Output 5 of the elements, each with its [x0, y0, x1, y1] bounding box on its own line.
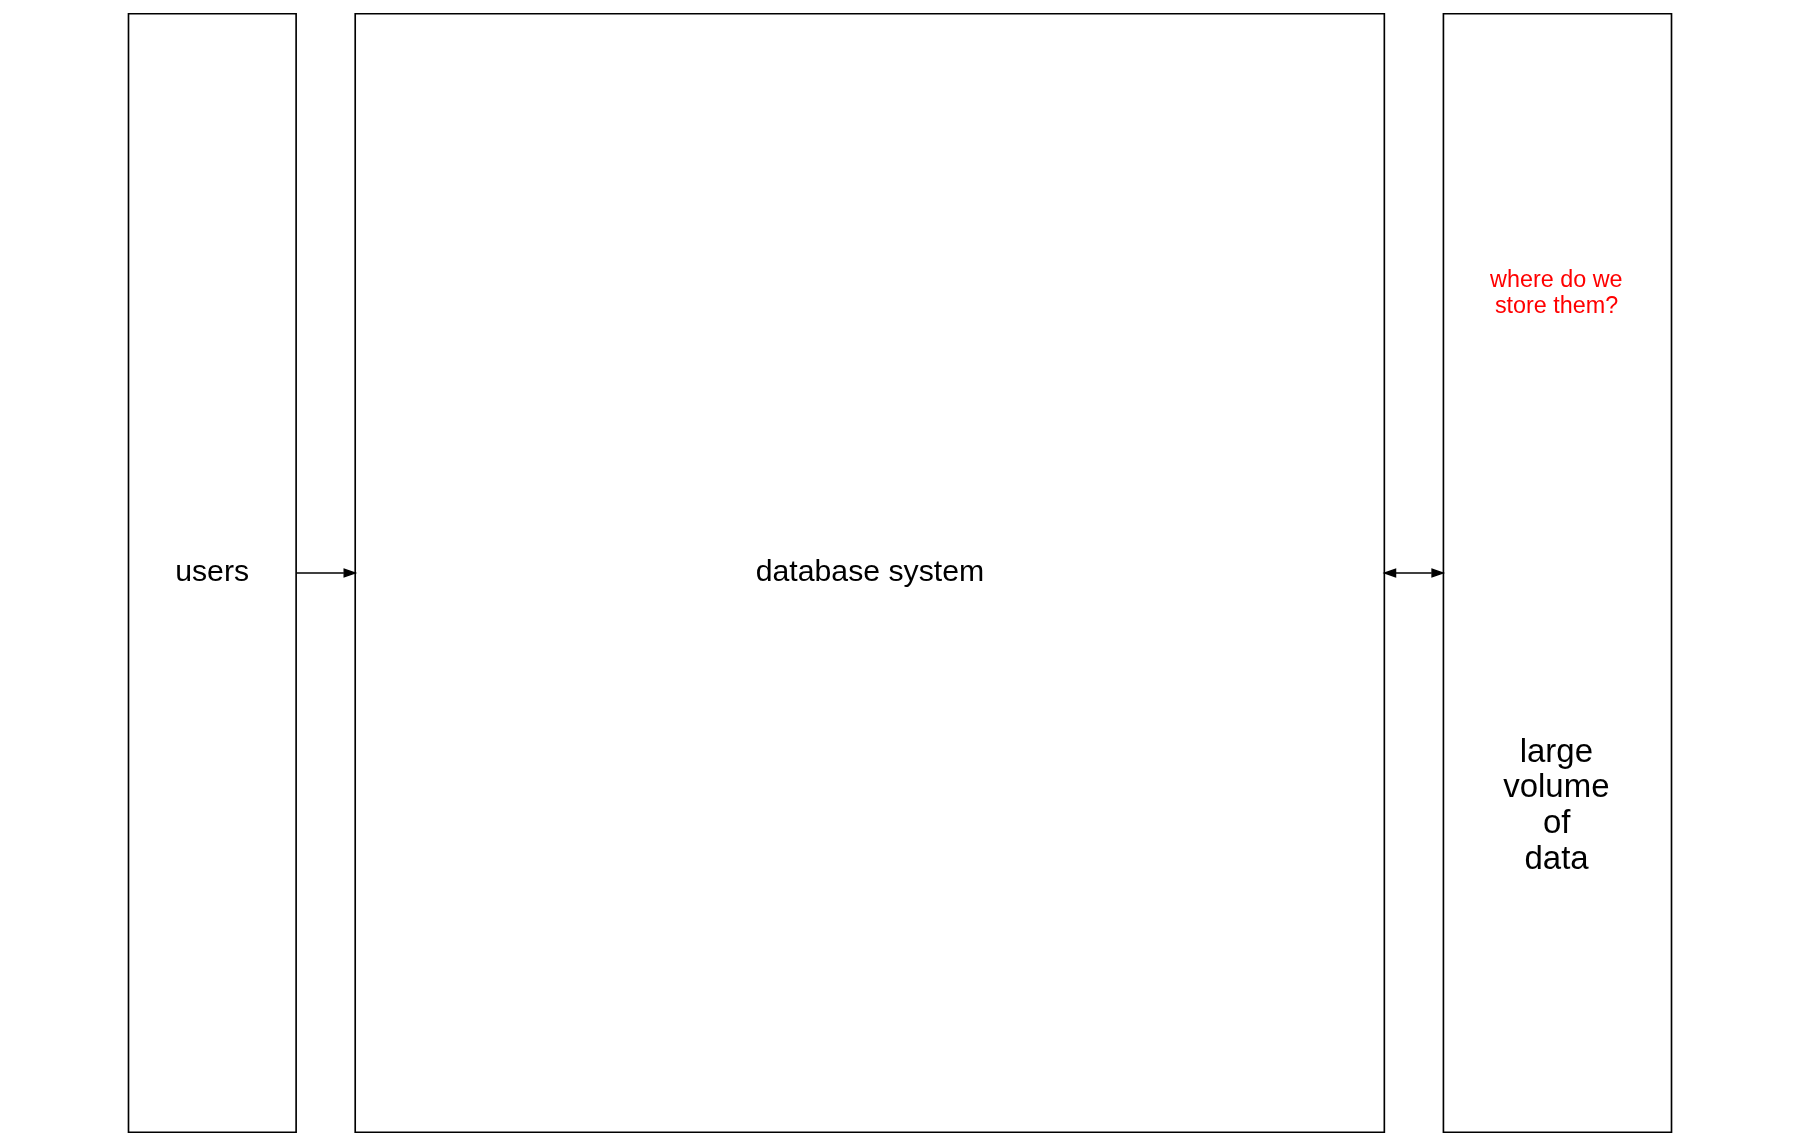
arrow — [1382, 568, 1445, 578]
arrow — [295, 568, 357, 578]
node-box: where do we store them? large volume of data — [1442, 12, 1672, 1134]
node-box: users — [127, 12, 297, 1134]
node-box: database system — [353, 12, 1385, 1134]
